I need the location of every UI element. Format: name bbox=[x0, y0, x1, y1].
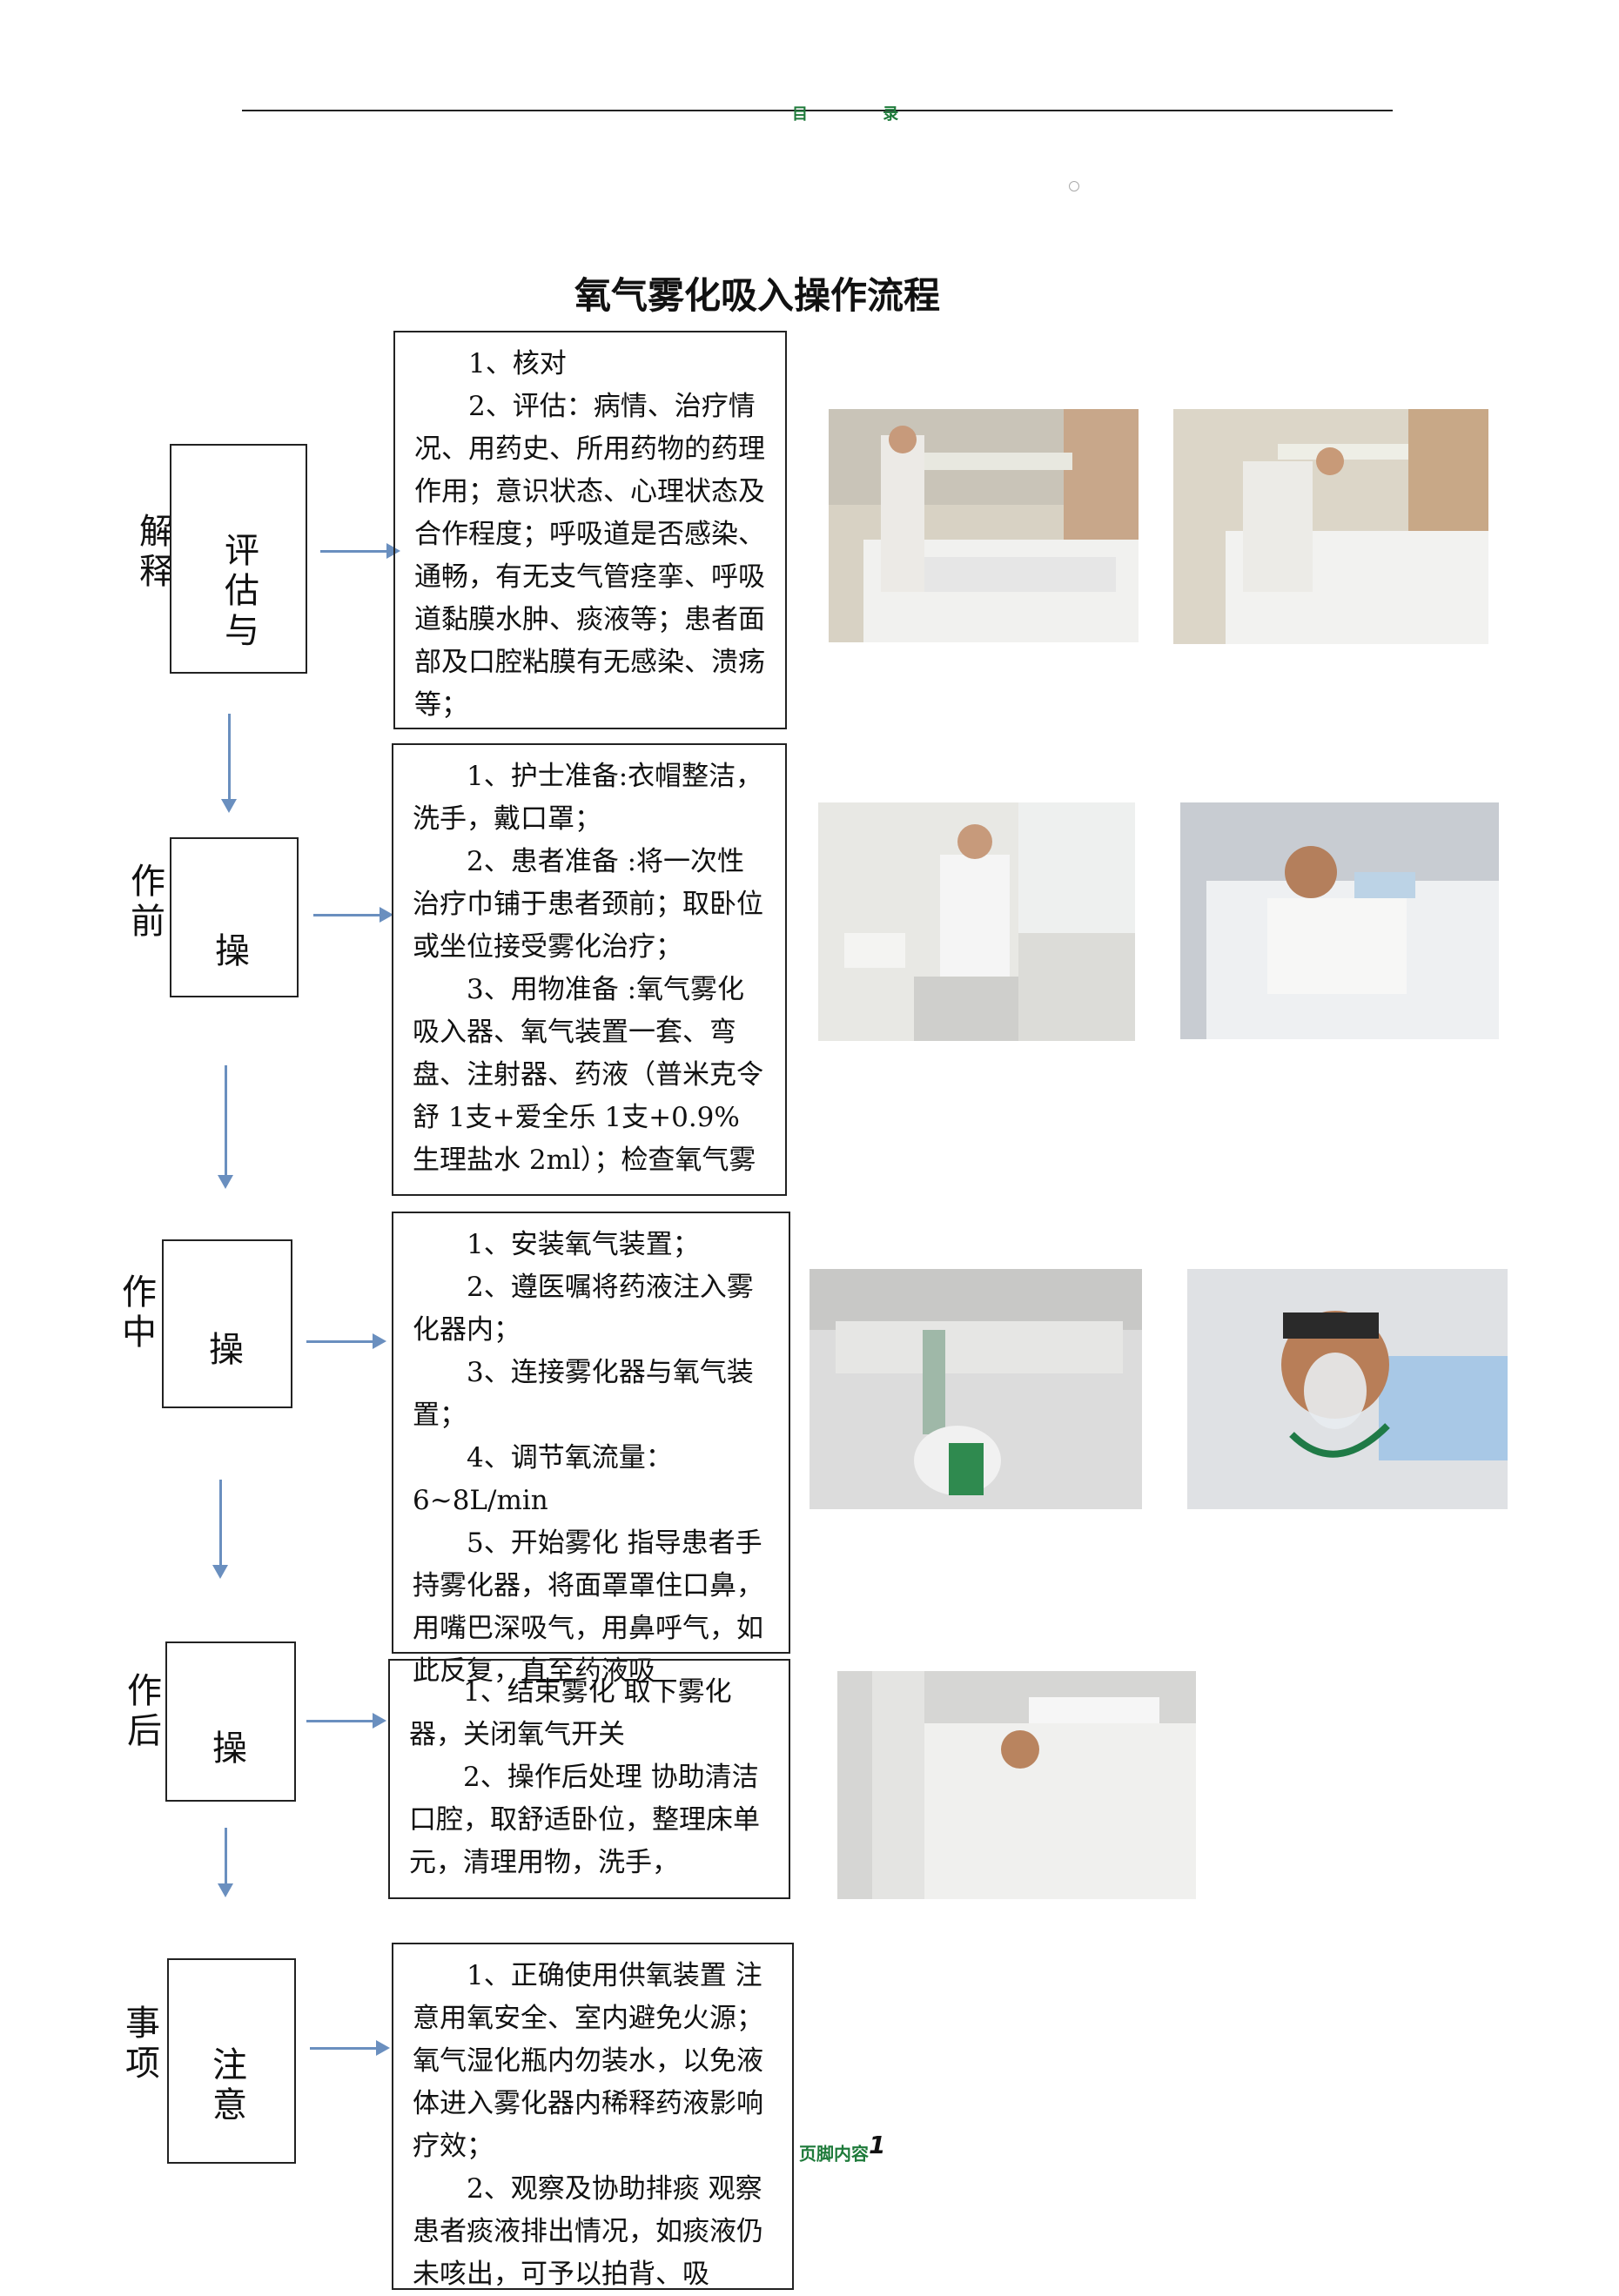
stage-2-outer-label: 作前 bbox=[131, 862, 172, 942]
stage-4-inner-text: 操 bbox=[212, 1729, 247, 1769]
stage-2-inner-label: 操 bbox=[215, 931, 257, 971]
photo-nurse-with-cart bbox=[818, 802, 1135, 1041]
stage-3-inner-label: 操 bbox=[209, 1330, 251, 1370]
photo-nurse-bedside-check bbox=[1173, 409, 1488, 644]
small-mark-icon bbox=[1069, 181, 1079, 191]
stage-5-inner-text: 注意 bbox=[212, 2045, 247, 2125]
arrow-right-icon bbox=[306, 1713, 386, 1729]
stage-3-outer-label: 作中 bbox=[122, 1272, 164, 1353]
arrow-down-icon bbox=[221, 714, 237, 813]
stage-2-outer-text: 作前 bbox=[131, 862, 165, 942]
arrow-down-icon bbox=[218, 1828, 233, 1897]
stage-3-inner-text: 操 bbox=[209, 1330, 244, 1370]
stage-1-outer-label: 解释 bbox=[139, 512, 181, 592]
step-text: 1、结束雾化 取下雾化器，关闭氧气开关 bbox=[409, 1676, 732, 1750]
step-text: 2、操作后处理 协助清洁口腔，取舒适卧位，整理床单元，清理用物，洗手， bbox=[409, 1762, 760, 1878]
step-text: 3、用物准备 :氧气雾化吸入器、氧气装置一套、弯盘、注射器、药液（普米克令舒 1… bbox=[413, 974, 763, 1176]
photo-nurse-tidying-bed bbox=[837, 1671, 1196, 1899]
stage-5-steps: 1、正确使用供氧装置 注意用氧安全、室内避免火源；氧气湿化瓶内勿装水，以免液体进… bbox=[392, 1943, 794, 2290]
photo-oxygen-nebulizer-device bbox=[810, 1269, 1142, 1509]
step-text: 4、调节氧流量：6~8L/min bbox=[413, 1442, 673, 1516]
step-text: 2、观察及协助排痰 观察患者痰液排出情况，如痰液仍未咳出，可予以拍背、吸 bbox=[413, 2173, 763, 2290]
stage-2-steps: 1、护士准备:衣帽整洁，洗手，戴口罩； 2、患者准备 :将一次性治疗巾铺于患者颈… bbox=[392, 743, 787, 1196]
photo-patient-with-towel bbox=[1180, 802, 1499, 1039]
stage-1-inner-text: 评估与 bbox=[225, 531, 259, 651]
step-text: 1、护士准备:衣帽整洁，洗手，戴口罩； bbox=[413, 761, 763, 835]
stage-1-inner-label: 评估与 bbox=[225, 531, 266, 651]
page-footer: 页脚内容1 bbox=[799, 2131, 885, 2165]
step-text: 2、评估：病情、治疗情况、用药史、所用药物的药理作用；意识状态、心理状态及合作程… bbox=[414, 391, 765, 721]
arrow-down-icon bbox=[218, 1065, 233, 1189]
stage-3-box bbox=[162, 1239, 292, 1408]
stage-1-outer-text: 解释 bbox=[139, 512, 174, 592]
stage-4-outer-label: 作后 bbox=[127, 1671, 169, 1751]
arrow-right-icon bbox=[313, 907, 393, 923]
stage-4-box bbox=[165, 1641, 296, 1802]
stage-5-outer-label: 事项 bbox=[125, 2004, 167, 2084]
arrow-right-icon bbox=[310, 2040, 390, 2056]
step-text: 2、患者准备 :将一次性治疗巾铺于患者颈前；取卧位或坐位接受雾化治疗； bbox=[413, 846, 763, 963]
arrow-down-icon bbox=[212, 1480, 228, 1579]
stage-3-steps: 1、安装氧气装置； 2、遵医嘱将药液注入雾化器内； 3、连接雾化器与氧气装置； … bbox=[392, 1212, 790, 1687]
page-number: 1 bbox=[869, 2131, 886, 2159]
stage-1-box bbox=[170, 444, 307, 674]
photo-nurse-assessing-patient bbox=[829, 409, 1139, 642]
arrow-right-icon bbox=[320, 543, 400, 559]
step-text: 1、正确使用供氧装置 注意用氧安全、室内避免火源；氧气湿化瓶内勿装水，以免液体进… bbox=[413, 1960, 763, 2162]
footer-text: 页脚内容 bbox=[799, 2143, 869, 2165]
stage-4-steps: 1、结束雾化 取下雾化器，关闭氧气开关 2、操作后处理 协助清洁口腔，取舒适卧位… bbox=[388, 1659, 790, 1899]
stage-1-steps: 1、核对 2、评估：病情、治疗情况、用药史、所用药物的药理作用；意识状态、心理状… bbox=[393, 331, 787, 729]
step-text: 1、安装氧气装置； bbox=[467, 1229, 700, 1260]
photo-patient-nebulizer-mask bbox=[1187, 1269, 1508, 1509]
header-toc-label: 目 录 bbox=[792, 105, 934, 124]
step-text: 1、核对 bbox=[468, 348, 567, 379]
stage-4-inner-label: 操 bbox=[212, 1729, 254, 1769]
step-text: 2、遵医嘱将药液注入雾化器内； bbox=[413, 1272, 754, 1346]
step-text: 5、开始雾化 指导患者手持雾化器，将面罩罩住口鼻，用嘴巴深吸气，用鼻呼气，如此反… bbox=[413, 1527, 763, 1687]
stage-4-outer-text: 作后 bbox=[127, 1671, 162, 1751]
page-title: 氧气雾化吸入操作流程 bbox=[574, 274, 940, 317]
step-text: 3、连接雾化器与氧气装置； bbox=[413, 1357, 754, 1431]
stage-2-box bbox=[170, 837, 299, 997]
stage-5-box bbox=[167, 1958, 296, 2164]
stage-5-outer-text: 事项 bbox=[125, 2004, 160, 2084]
arrow-right-icon bbox=[306, 1333, 386, 1349]
header-rule bbox=[242, 110, 1393, 111]
stage-5-inner-label: 注意 bbox=[212, 2045, 254, 2125]
stage-2-inner-text: 操 bbox=[215, 931, 250, 971]
stage-3-outer-text: 作中 bbox=[122, 1272, 157, 1353]
